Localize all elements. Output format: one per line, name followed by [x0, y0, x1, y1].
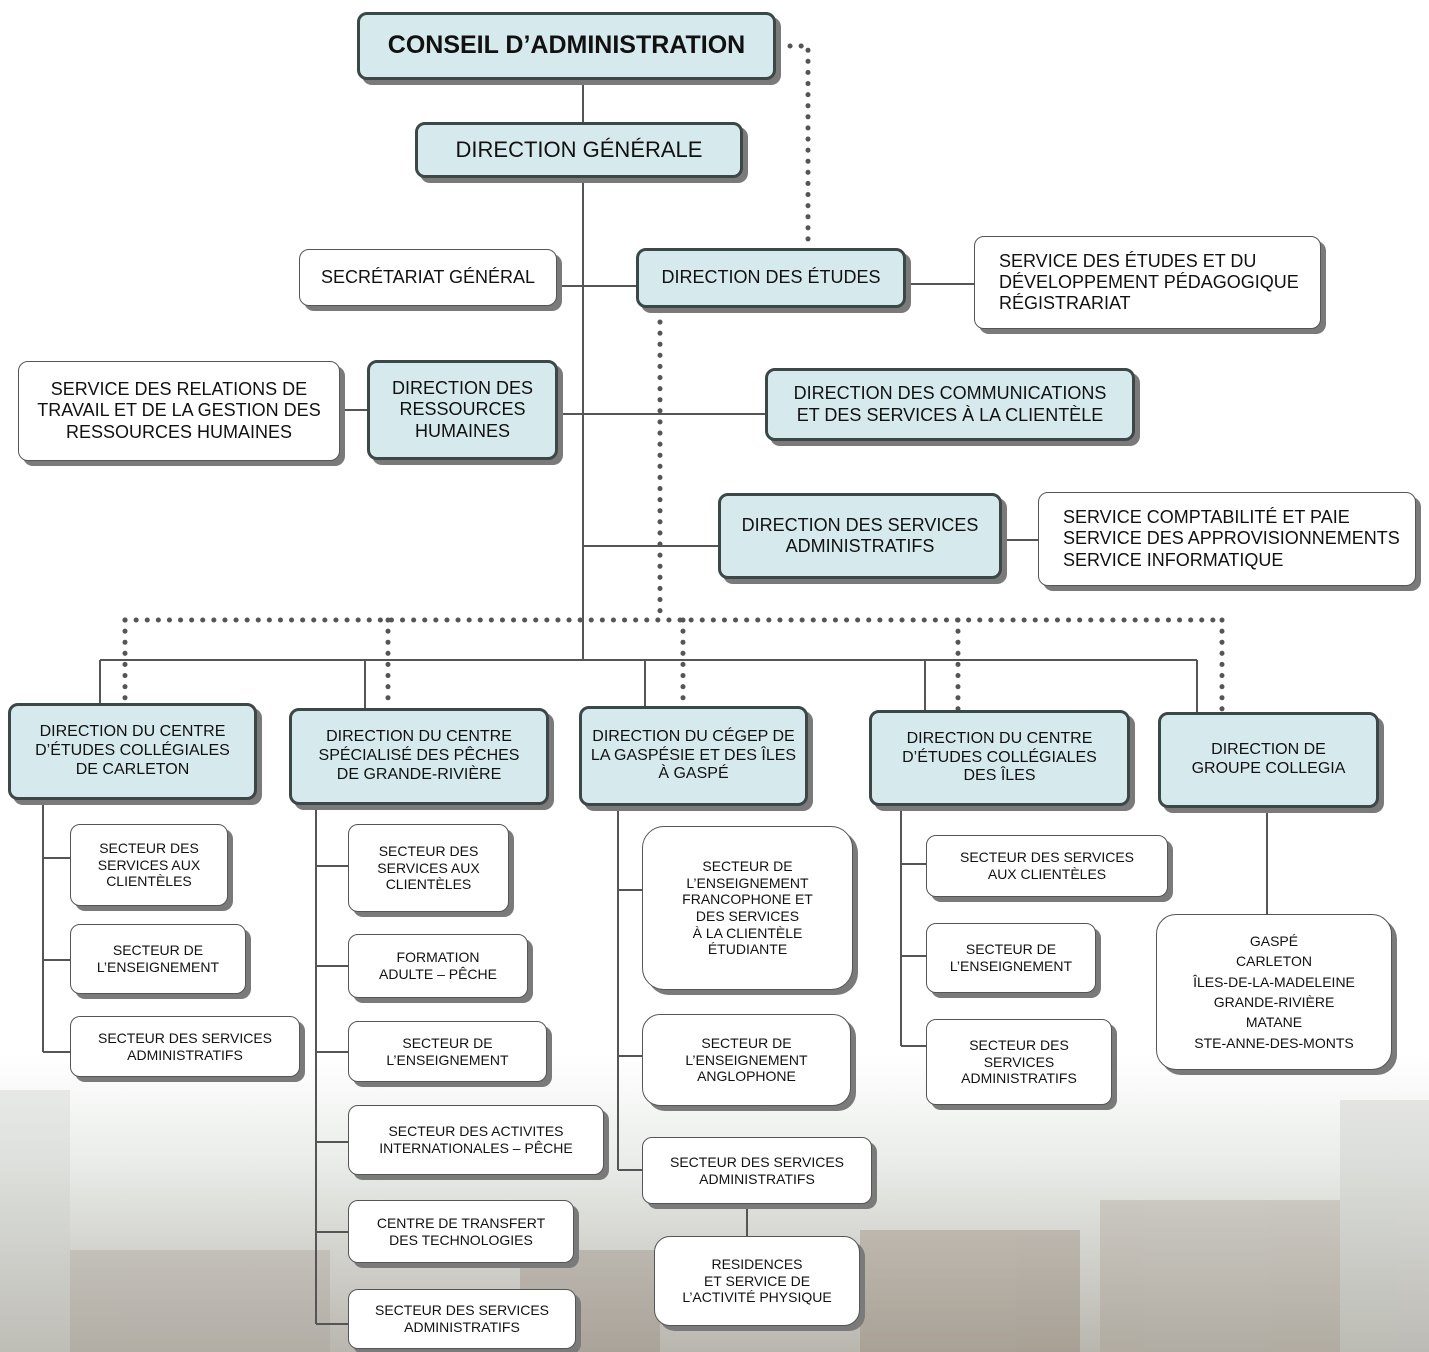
secretariat-box: SECRÉTARIAT GÉNÉRAL [299, 249, 557, 306]
peches-direction-box: DIRECTION DU CENTRE SPÉCIALISÉ DES PÊCHE… [289, 708, 549, 805]
iles-sector-enseignement: SECTEUR DE L’ENSEIGNEMENT [926, 923, 1096, 993]
iles-sector-admin: SECTEUR DES SERVICES ADMINISTRATIFS [926, 1019, 1112, 1105]
studies-direction-box: DIRECTION DES ÉTUDES [636, 248, 906, 308]
peches-transfer-centre: CENTRE DE TRANSFERT DES TECHNOLOGIES [348, 1200, 574, 1263]
carleton-sector-enseignement: SECTEUR DE L’ENSEIGNEMENT [70, 924, 246, 994]
peches-sector-international: SECTEUR DES ACTIVITES INTERNATIONALES – … [348, 1105, 604, 1175]
iles-direction-box: DIRECTION DU CENTRE D’ÉTUDES COLLÉGIALES… [869, 710, 1130, 806]
gaspe-sector-francophone: SECTEUR DE L’ENSEIGNEMENT FRANCOPHONE ET… [642, 826, 853, 990]
gaspe-sector-admin: SECTEUR DES SERVICES ADMINISTRATIFS [642, 1137, 872, 1204]
hr-direction-box: DIRECTION DES RESSOURCES HUMAINES [367, 360, 558, 460]
iles-sector-clienteles: SECTEUR DES SERVICES AUX CLIENTÈLES [926, 835, 1168, 897]
gaspe-direction-box: DIRECTION DU CÉGEP DE LA GASPÉSIE ET DES… [579, 706, 808, 806]
collegia-sites-box: GASPÉ CARLETON ÎLES-DE-LA-MADELEINE GRAN… [1156, 914, 1392, 1070]
studies-services-box: SERVICE DES ÉTUDES ET DU DÉVELOPPEMENT P… [974, 236, 1321, 329]
collegia-direction-box: DIRECTION DE GROUPE COLLEGIA [1158, 712, 1379, 808]
carleton-direction-box: DIRECTION DU CENTRE D’ÉTUDES COLLÉGIALES… [8, 703, 257, 800]
general-direction-box: DIRECTION GÉNÉRALE [415, 122, 743, 178]
admin-direction-box: DIRECTION DES SERVICES ADMINISTRATIFS [718, 493, 1002, 579]
peches-sector-enseignement: SECTEUR DE L’ENSEIGNEMENT [348, 1021, 547, 1082]
communications-direction-box: DIRECTION DES COMMUNICATIONS ET DES SERV… [765, 368, 1135, 441]
board-box: CONSEIL D’ADMINISTRATION [357, 12, 776, 80]
peches-formation-adulte: FORMATION ADULTE – PÊCHE [348, 934, 528, 998]
carleton-sector-clienteles: SECTEUR DES SERVICES AUX CLIENTÈLES [70, 824, 228, 906]
gaspe-sector-anglophone: SECTEUR DE L’ENSEIGNEMENT ANGLOPHONE [642, 1014, 851, 1106]
peches-sector-admin: SECTEUR DES SERVICES ADMINISTRATIFS [348, 1289, 576, 1349]
carleton-sector-admin: SECTEUR DES SERVICES ADMINISTRATIFS [70, 1016, 300, 1077]
hr-services-box: SERVICE DES RELATIONS DE TRAVAIL ET DE L… [18, 361, 340, 461]
admin-services-box: SERVICE COMPTABILITÉ ET PAIE SERVICE DES… [1038, 492, 1416, 586]
peches-sector-clienteles: SECTEUR DES SERVICES AUX CLIENTÈLES [348, 824, 509, 912]
gaspe-residences: RESIDENCES ET SERVICE DE L’ACTIVITÉ PHYS… [654, 1236, 860, 1326]
